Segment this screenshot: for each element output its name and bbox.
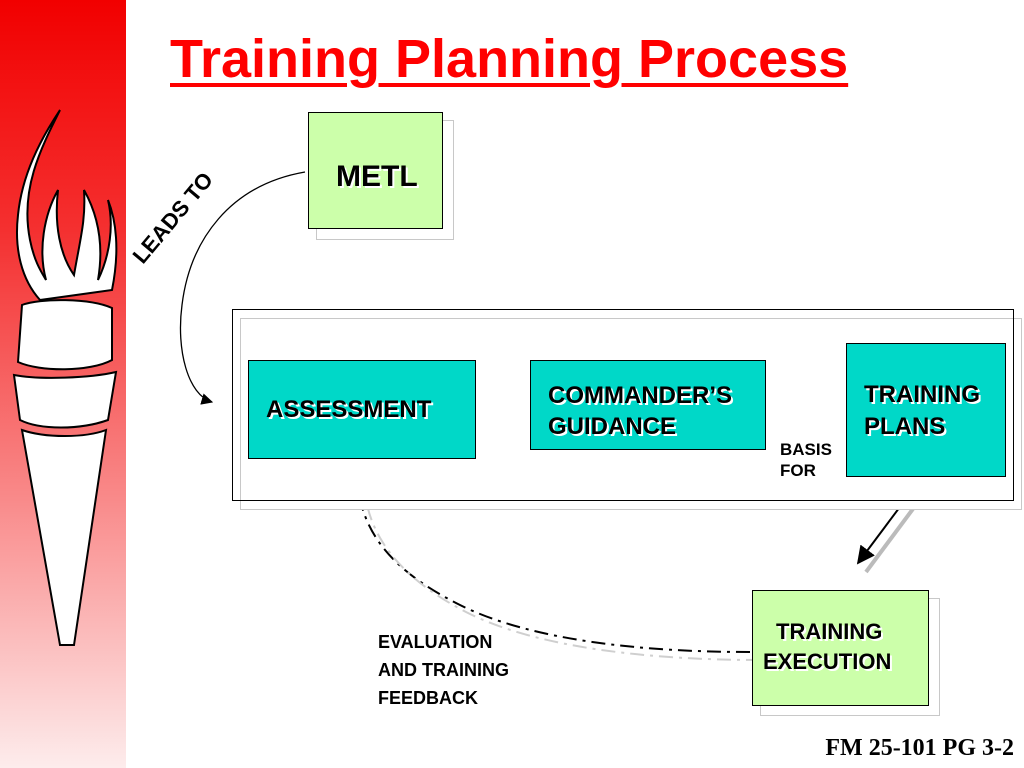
training-execution-box	[752, 590, 929, 706]
commanders-guidance-label-line2: GUIDANCE	[548, 413, 677, 440]
commanders-guidance-label-line1: COMMANDER’S	[548, 382, 732, 409]
training-plans-label-line2: PLANS	[864, 413, 946, 440]
page-title: Training Planning Process	[170, 29, 849, 89]
training-plans-label-line1: TRAINING	[864, 381, 980, 408]
metl-box	[308, 112, 443, 229]
training-plans-box	[846, 343, 1006, 477]
feedback-label-line3: FEEDBACK	[378, 688, 479, 708]
process-frame	[232, 309, 1014, 501]
assessment-label: ASSESSMENT	[266, 396, 432, 423]
training-execution-label-line1: TRAINING	[776, 619, 883, 644]
feedback-curve-shadow	[365, 499, 761, 661]
metl-label: METL	[336, 160, 418, 193]
basis-for-label-line2: FOR	[780, 461, 816, 480]
footer-reference: FM 25-101 PG 3-2	[825, 735, 1014, 761]
basis-for-label-line1: BASIS	[780, 440, 832, 459]
torch-icon	[12, 109, 118, 646]
leads-to-curve	[179, 171, 306, 405]
training-execution-label-line2: EXECUTION	[763, 649, 892, 674]
feedback-curve	[351, 486, 751, 653]
feedback-label-line1: EVALUATION	[378, 632, 493, 652]
assessment-box	[248, 360, 476, 459]
commanders-guidance-box	[530, 360, 766, 450]
feedback-label-line2: AND TRAINING	[378, 660, 509, 680]
